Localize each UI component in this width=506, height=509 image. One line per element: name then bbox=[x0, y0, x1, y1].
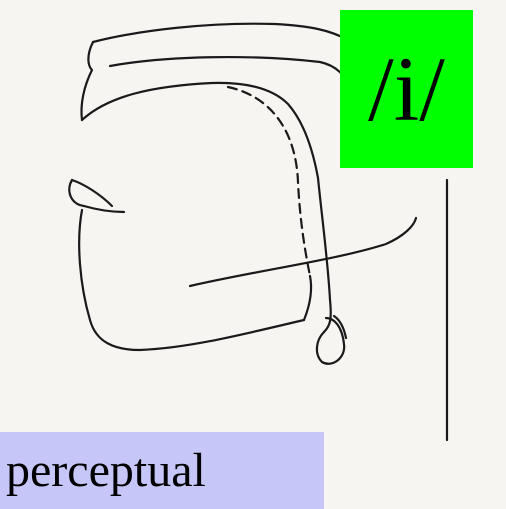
epiglottis-outline bbox=[317, 318, 344, 364]
lips-outline bbox=[69, 180, 124, 212]
upper-lip-nose-outline bbox=[81, 42, 93, 120]
nasal-cavity-outline bbox=[93, 24, 348, 42]
tongue-underside-outline bbox=[304, 276, 311, 320]
velum-upper-outline bbox=[110, 57, 350, 86]
upper-teeth-outline bbox=[72, 180, 112, 206]
tongue-dorsum-dashed bbox=[228, 87, 310, 276]
pharynx-wall-outline bbox=[318, 178, 331, 332]
phoneme-label-badge: /i/ bbox=[340, 10, 473, 168]
jaw-outline bbox=[79, 210, 304, 350]
caption-label: perceptual bbox=[0, 432, 324, 509]
hard-palate-outline bbox=[82, 83, 318, 178]
